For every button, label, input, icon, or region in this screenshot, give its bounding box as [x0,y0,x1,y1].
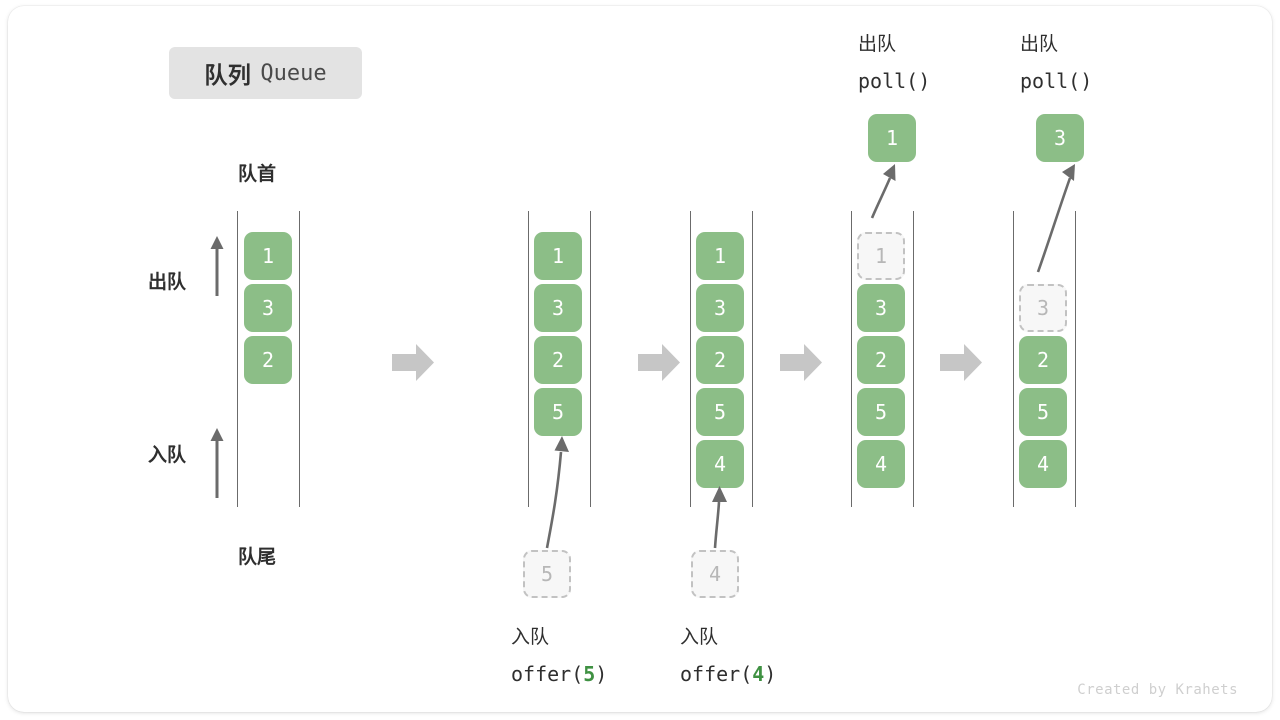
enqueue-direction-arrow-icon [210,428,224,498]
queue-item: 5 [696,388,744,436]
queue-item: 2 [857,336,905,384]
queue-item: 3 [696,284,744,332]
queue-item: 1 [534,232,582,280]
queue-rail-right-step1 [299,211,300,507]
queue-item-new: 4 [696,440,744,488]
step2-caption: 入队 offer(5) [511,620,607,692]
queue-item: 4 [1019,440,1067,488]
transition-arrow-icon [940,344,982,381]
credit-text: Created by Krahets [1077,682,1238,698]
queue-item: 2 [1019,336,1067,384]
transition-arrow-icon [638,344,680,381]
step2-arg: 5 [583,662,596,686]
diagram-title-badge: 队列 Queue [169,47,362,99]
incoming-value-box: 4 [691,550,739,598]
dequeue-side-label: 出队 [148,272,187,293]
queue-rail-right-step3 [752,211,753,507]
queue-item: 4 [857,440,905,488]
queue-item-new: 5 [534,388,582,436]
queue-item: 1 [244,232,292,280]
step3-caption-code: offer(4) [680,662,777,686]
step3-caption: 入队 offer(4) [680,620,776,692]
dequeue-curve-arrow-icon [870,164,896,219]
diagram-title-en: Queue [260,60,327,86]
dequeue-direction-arrow-icon [210,236,224,296]
queue-rail-right-step2 [590,211,591,507]
queue-rail-left-step5 [1013,211,1014,507]
step3-arg: 4 [752,662,765,686]
queue-rail-right-step5 [1075,211,1076,507]
queue-item: 2 [534,336,582,384]
removed-value-box: 3 [1019,284,1067,332]
popped-value-box: 3 [1036,114,1084,162]
queue-head-label: 队首 [238,164,277,185]
step4-caption-code: poll() [858,69,931,93]
popped-value-box: 1 [868,114,916,162]
queue-rail-left-step3 [690,211,691,507]
queue-item: 2 [696,336,744,384]
step3-caption-cn: 入队 [680,627,719,648]
queue-item: 5 [857,388,905,436]
step4-caption: 出队 poll() [858,27,930,99]
queue-item: 2 [244,336,292,384]
removed-value-box: 1 [857,232,905,280]
queue-tail-label: 队尾 [238,547,277,568]
queue-item: 1 [696,232,744,280]
step2-caption-cn: 入队 [511,627,550,648]
transition-arrow-icon [780,344,822,381]
queue-item: 3 [244,284,292,332]
enqueue-curve-arrow-icon [545,436,569,549]
queue-rail-left-step1 [237,211,238,507]
transition-arrow-icon [392,344,434,381]
step5-caption-cn: 出队 [1020,34,1059,55]
step5-caption-code: poll() [1020,69,1093,93]
diagram-title-cn: 队列 [204,62,252,88]
step4-caption-cn: 出队 [858,34,897,55]
queue-item: 3 [857,284,905,332]
queue-item: 3 [534,284,582,332]
queue-item: 5 [1019,388,1067,436]
queue-rail-left-step2 [528,211,529,507]
queue-rail-right-step4 [913,211,914,507]
dequeue-curve-arrow-icon [1036,164,1075,273]
step5-caption: 出队 poll() [1020,27,1092,99]
queue-rail-left-step4 [851,211,852,507]
enqueue-curve-arrow-icon [712,486,727,549]
step2-caption-code: offer(5) [511,662,608,686]
enqueue-side-label: 入队 [148,445,187,466]
incoming-value-box: 5 [523,550,571,598]
